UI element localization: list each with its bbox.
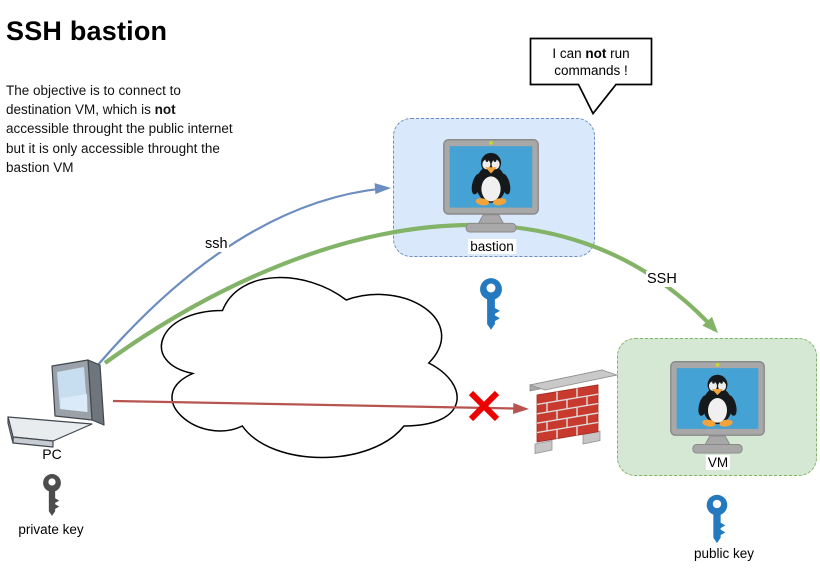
firewall-brick-wall-icon [528,369,619,454]
ssh-arrow-pc-to-bastion [96,183,391,367]
blocked-arrow-pc-to-firewall [112,390,529,422]
bastion-key-icon [480,278,502,330]
blocked-cross-icon [468,390,500,422]
laptop-icon [7,359,105,448]
private-key-icon [43,474,61,516]
speech-bubble-shape [529,37,653,116]
vm-linux-monitor-icon [670,361,765,454]
bastion-linux-monitor-icon [443,139,539,233]
ssh-arrow-pc-to-vm [103,222,718,365]
public-key-icon [706,494,728,544]
internet-cloud-shape [160,276,458,459]
